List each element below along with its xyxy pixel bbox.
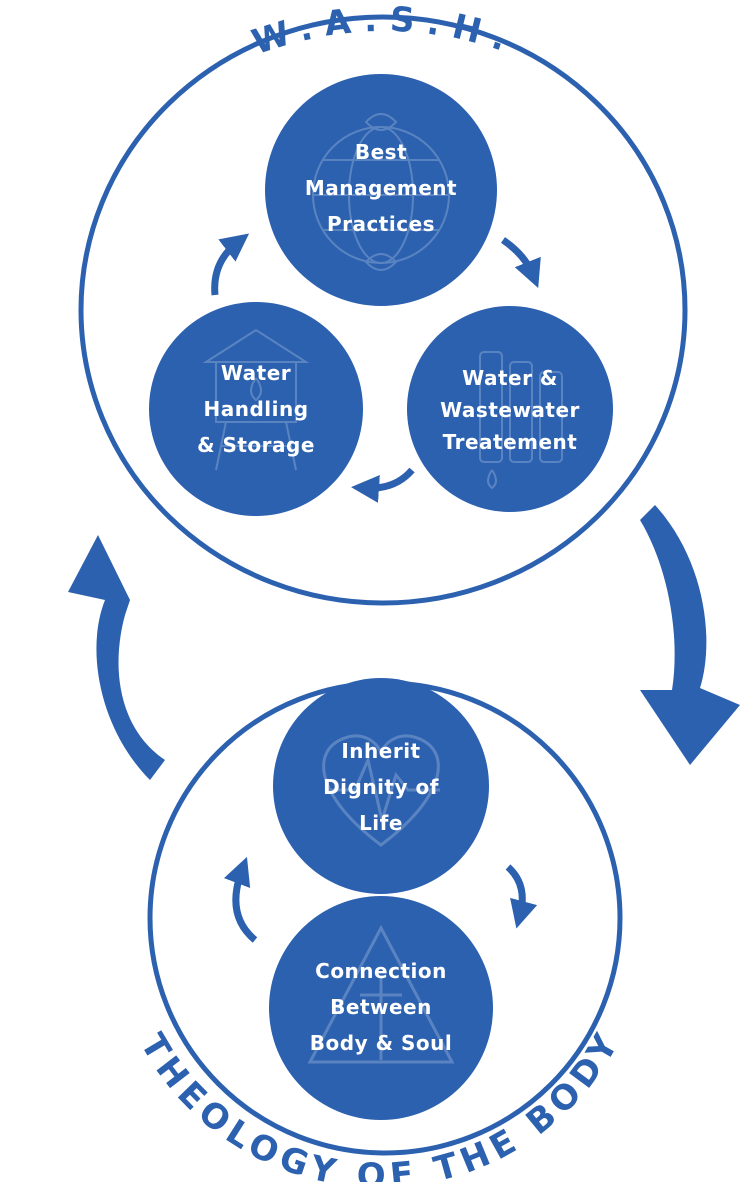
- node-water-handling-storage: [149, 302, 363, 516]
- triangle-cross-icon: [307, 924, 455, 1064]
- label-line: Water &: [462, 366, 558, 390]
- label-best-management-practices: Best Management Practices: [281, 134, 481, 242]
- label-line: Management: [304, 176, 458, 200]
- water-tower-icon: [202, 328, 310, 471]
- label-line: Handling: [203, 397, 309, 421]
- label-line: Inherit: [341, 739, 421, 763]
- node-water-wastewater-treatment: [407, 306, 613, 512]
- cycle-arrow-top-right: [500, 237, 541, 288]
- globe-leaves-icon: [312, 113, 450, 271]
- node-connection-body-soul: [269, 896, 493, 1120]
- cycle-arrow-left: [223, 856, 258, 943]
- label-line: Wastewater: [440, 398, 580, 422]
- cycle-arrow-bottom: [351, 467, 415, 503]
- label-line: Body & Soul: [309, 1031, 453, 1055]
- node-best-management-practices: [265, 74, 497, 306]
- label-line: Between: [330, 995, 432, 1019]
- label-line: Best: [354, 140, 408, 164]
- label-inherit-dignity-of-life: Inherit Dignity of Life: [291, 733, 471, 841]
- label-line: Dignity of: [323, 775, 439, 799]
- label-line: Water: [220, 361, 292, 385]
- cycle-arrow-top-left: [211, 233, 250, 296]
- water-treatment-icon: [479, 351, 563, 490]
- label-line: & Storage: [197, 433, 315, 457]
- wash-arc-title: W.A.S.H.: [247, 0, 523, 63]
- node-inherit-dignity-of-life: [273, 678, 489, 894]
- label-connection-body-soul: Connection Between Body & Soul: [286, 953, 476, 1061]
- big-arrow-left-up: [68, 535, 165, 780]
- big-arrow-right-down: [640, 505, 740, 765]
- label-line: Practices: [326, 212, 436, 236]
- label-water-handling-storage: Water Handling & Storage: [166, 355, 346, 463]
- label-line: Life: [359, 811, 403, 835]
- top-ring: [78, 14, 688, 606]
- cycle-arrow-right: [505, 864, 538, 929]
- label-line: Connection: [315, 959, 447, 983]
- label-line: Treatement: [442, 430, 578, 454]
- heartbeat-icon: [322, 734, 440, 847]
- label-water-wastewater-treatment: Water & Wastewater Treatement: [415, 362, 605, 458]
